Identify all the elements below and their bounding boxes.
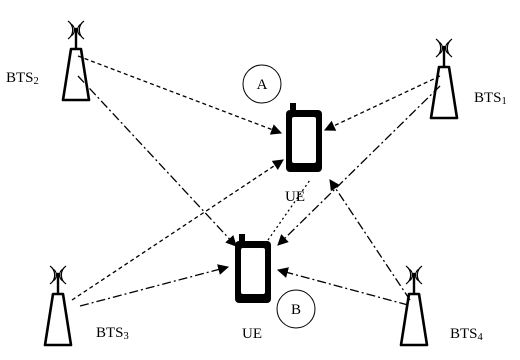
ue-b-label: UE	[242, 326, 262, 342]
link-bts1-ue-a	[324, 75, 441, 131]
links	[71, 55, 441, 307]
link-bts4-ue-a	[329, 179, 411, 301]
ue-b-marker	[276, 289, 316, 329]
ue-a-marker-label: A	[257, 77, 268, 93]
ue-b-phone	[235, 234, 271, 303]
ue-a-phone	[286, 103, 322, 172]
ue-b-marker-label: B	[291, 302, 301, 318]
bts3-label: BTS3	[96, 325, 129, 342]
bts3-tower	[43, 265, 73, 347]
antenna-tower-icon	[43, 265, 73, 347]
ue-a-marker	[242, 64, 282, 104]
link-bts3-ue-a	[71, 159, 284, 301]
bts4-label: BTS4	[450, 326, 484, 343]
antenna-tower-icon	[399, 265, 429, 347]
bts2-tower	[61, 20, 91, 102]
link-bts1-ue-b	[277, 85, 441, 246]
bts2-label: BTS2	[6, 70, 39, 87]
link-bts3-ue-b	[79, 264, 230, 307]
bts4-tower	[399, 265, 429, 347]
antenna-tower-icon	[61, 20, 91, 102]
bts1-tower	[429, 38, 459, 120]
ue-a-label: UE	[285, 189, 305, 205]
link-ue-b-ue-a	[267, 179, 311, 241]
link-bts2-ue-b	[77, 75, 237, 247]
mobile-phone-icon	[235, 234, 271, 303]
bts1-label: BTS1	[474, 90, 507, 107]
antenna-tower-icon	[429, 38, 459, 120]
link-bts2-ue-a	[77, 55, 283, 135]
mobile-phone-icon	[286, 103, 322, 172]
link-bts4-ue-b	[276, 267, 409, 306]
